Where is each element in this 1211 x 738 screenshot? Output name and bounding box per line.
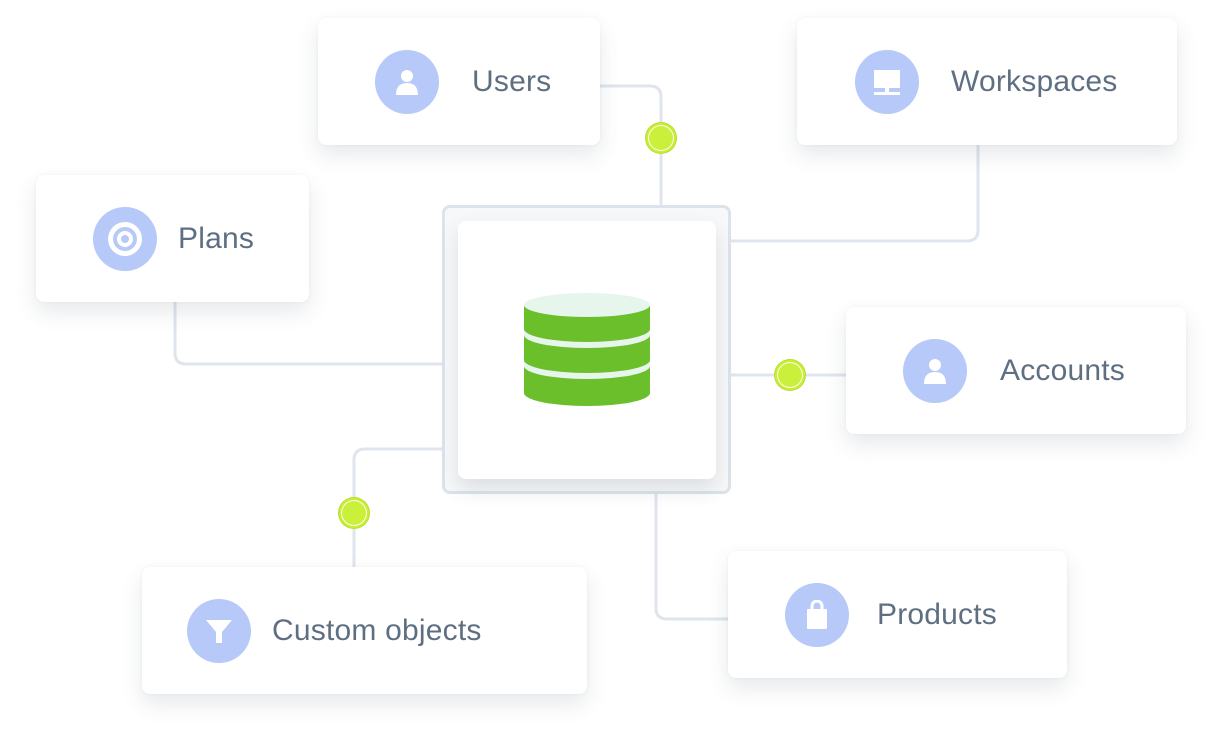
connector-dot-custom-objects [339,498,369,528]
connector-dot-users [646,123,676,153]
target-icon [93,206,157,271]
connector-users [598,84,663,207]
node-products[interactable]: Products [728,551,1067,678]
node-label: Accounts [1000,353,1125,387]
shopping-bag-icon [785,582,849,647]
node-label: Custom objects [272,613,482,647]
node-workspaces[interactable]: Workspaces [797,18,1177,145]
connector-products [654,492,730,621]
node-label: Products [877,597,997,631]
node-label: Users [472,64,552,98]
connector-dot-accounts [775,360,805,390]
hub-card[interactable] [458,221,716,479]
node-label: Plans [178,221,255,255]
node-plans[interactable]: Plans [36,175,309,302]
connector-workspaces [729,144,980,243]
node-users[interactable]: Users [318,18,600,145]
node-label: Workspaces [951,64,1118,98]
node-accounts[interactable]: Accounts [846,307,1186,434]
connector-custom-objects [352,447,444,569]
user-icon [375,49,439,114]
user-icon [903,338,967,403]
connector-plans [173,300,444,366]
funnel-icon [187,598,251,663]
node-custom-objects[interactable]: Custom objects [142,567,587,694]
monitor-icon [855,49,919,114]
database-icon [524,293,650,406]
